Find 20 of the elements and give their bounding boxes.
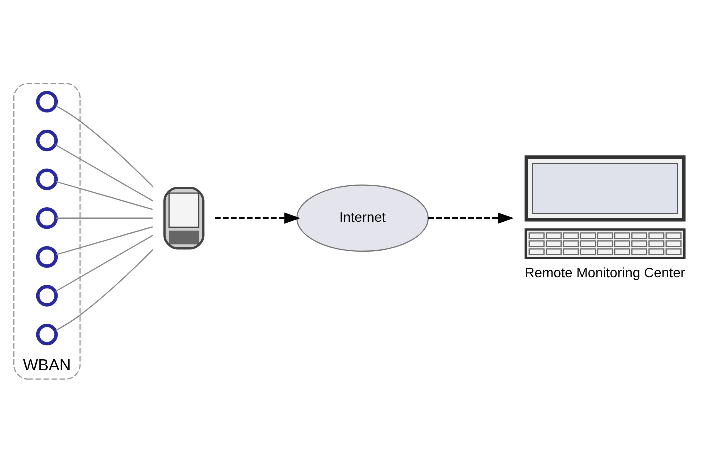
arrow [214, 212, 300, 224]
node-circle [36, 324, 58, 346]
connector [56, 226, 153, 256]
connector [54, 235, 154, 292]
connector [56, 181, 153, 210]
node-label: Remote Monitoring Center [524, 265, 685, 280]
node-circle [36, 285, 58, 307]
connector [56, 218, 152, 219]
cluster [13, 83, 80, 380]
node-ellipse: Internet [296, 184, 428, 252]
arrow [428, 212, 514, 224]
node-circle [36, 130, 58, 152]
node-label: WBAN [22, 357, 71, 374]
connector [55, 106, 153, 188]
connector [54, 144, 154, 202]
node-circle [36, 168, 58, 190]
node-circle [36, 91, 58, 113]
node-circle [36, 208, 58, 230]
connector [55, 250, 153, 332]
node-circle [36, 246, 58, 268]
